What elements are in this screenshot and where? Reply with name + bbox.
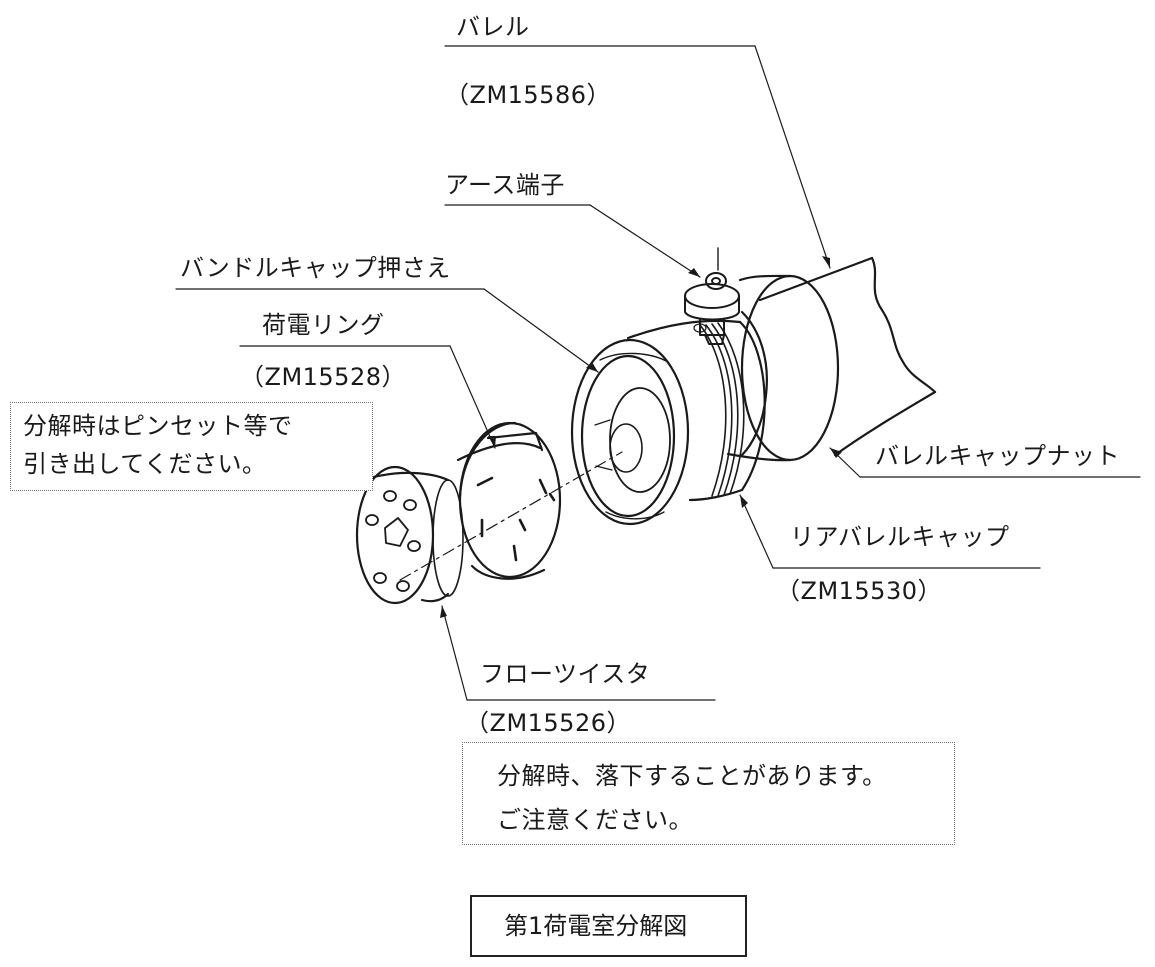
earth-terminal <box>684 247 740 345</box>
rear-barrel-cap <box>626 319 766 502</box>
label-rear-barrel-cap: リアバレルキャップ <box>790 523 1010 551</box>
note-tweezers: 分解時はピンセット等で 引き出してください。 <box>10 402 373 491</box>
charging-ring-part <box>456 421 562 580</box>
bundle-cap-retainer <box>570 338 690 526</box>
label-earth-terminal: アース端子 <box>445 171 565 199</box>
label-barrel-code: （ZM15586） <box>445 81 611 109</box>
barrel-tube <box>758 256 937 457</box>
leader-lines <box>175 45 1141 701</box>
label-flow-twister-code: （ZM15526） <box>465 709 631 737</box>
label-flow-twister: フローツイスタ <box>480 660 651 688</box>
note-tweezers-line-2: 引き出してください。 <box>23 450 267 478</box>
label-charging-ring: 荷電リング <box>262 311 385 339</box>
label-barrel-cap-nut: バレルキャップナット <box>875 442 1120 470</box>
note-drop-warning-line-2: ご注意ください。 <box>497 806 693 834</box>
label-barrel: バレル <box>456 13 530 41</box>
note-drop-warning: 分解時、落下することがあります。 ご注意ください。 <box>462 742 955 845</box>
label-charging-ring-code: （ZM15528） <box>240 363 406 391</box>
drawing-title-box: 第1荷電室分解図 <box>470 895 747 957</box>
label-bundle-cap-retainer: バンドルキャップ押さえ <box>180 254 451 282</box>
drawing-title: 第1荷電室分解図 <box>504 912 688 940</box>
note-drop-warning-line-1: 分解時、落下することがあります。 <box>497 762 887 790</box>
center-axis-line <box>399 451 623 581</box>
label-rear-barrel-cap-code: （ZM15530） <box>776 577 942 605</box>
flow-twister-part <box>355 465 464 605</box>
barrel-cap-nut <box>726 274 840 462</box>
note-tweezers-line-1: 分解時はピンセット等で <box>23 412 293 440</box>
leader-arrows <box>440 256 842 618</box>
